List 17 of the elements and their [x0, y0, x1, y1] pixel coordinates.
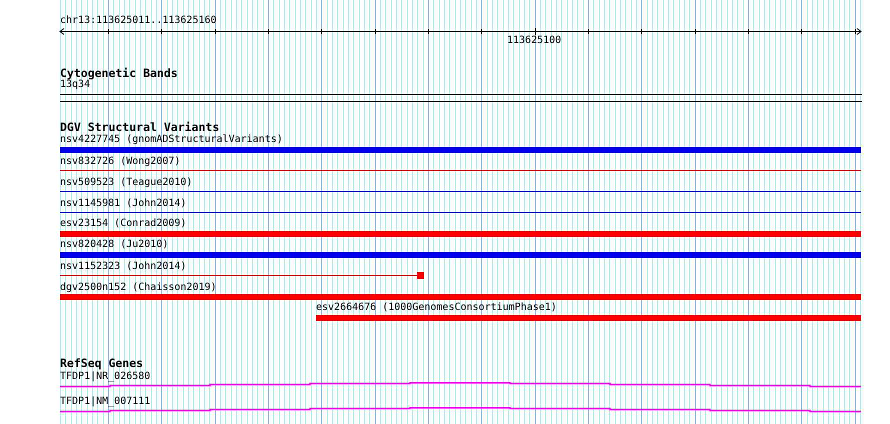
track-title: RefSeq Genes — [60, 357, 144, 370]
variant-label: esv2664676 (1000GenomesConsortiumPhase1) — [316, 302, 557, 313]
variant-label: nsv4227745 (gnomADStructuralVariants) — [60, 134, 283, 145]
gene-label: TFDP1|NM_007111 — [60, 396, 150, 407]
variant-label: nsv820428 (Ju2010) — [60, 239, 168, 250]
variant-label: nsv1145981 (John2014) — [60, 198, 186, 209]
variant-label: nsv832726 (Wong2007) — [60, 156, 180, 167]
gene-label: TFDP1|NR_026580 — [60, 371, 150, 382]
variant-label: nsv1152323 (John2014) — [60, 261, 186, 272]
variant-label: esv23154 (Conrad2009) — [60, 218, 186, 229]
tick-label: 113625100 — [507, 35, 562, 46]
variant-label: nsv509523 (Teague2010) — [60, 177, 192, 188]
ruler-range-label: chr13:113625011..113625160 — [60, 15, 217, 26]
track-title: DGV Structural Variants — [60, 121, 220, 134]
band-label: 13q34 — [60, 79, 90, 90]
variant-label: dgv2500n152 (Chaisson2019) — [60, 282, 217, 293]
track-title: Cytogenetic Bands — [60, 67, 178, 80]
